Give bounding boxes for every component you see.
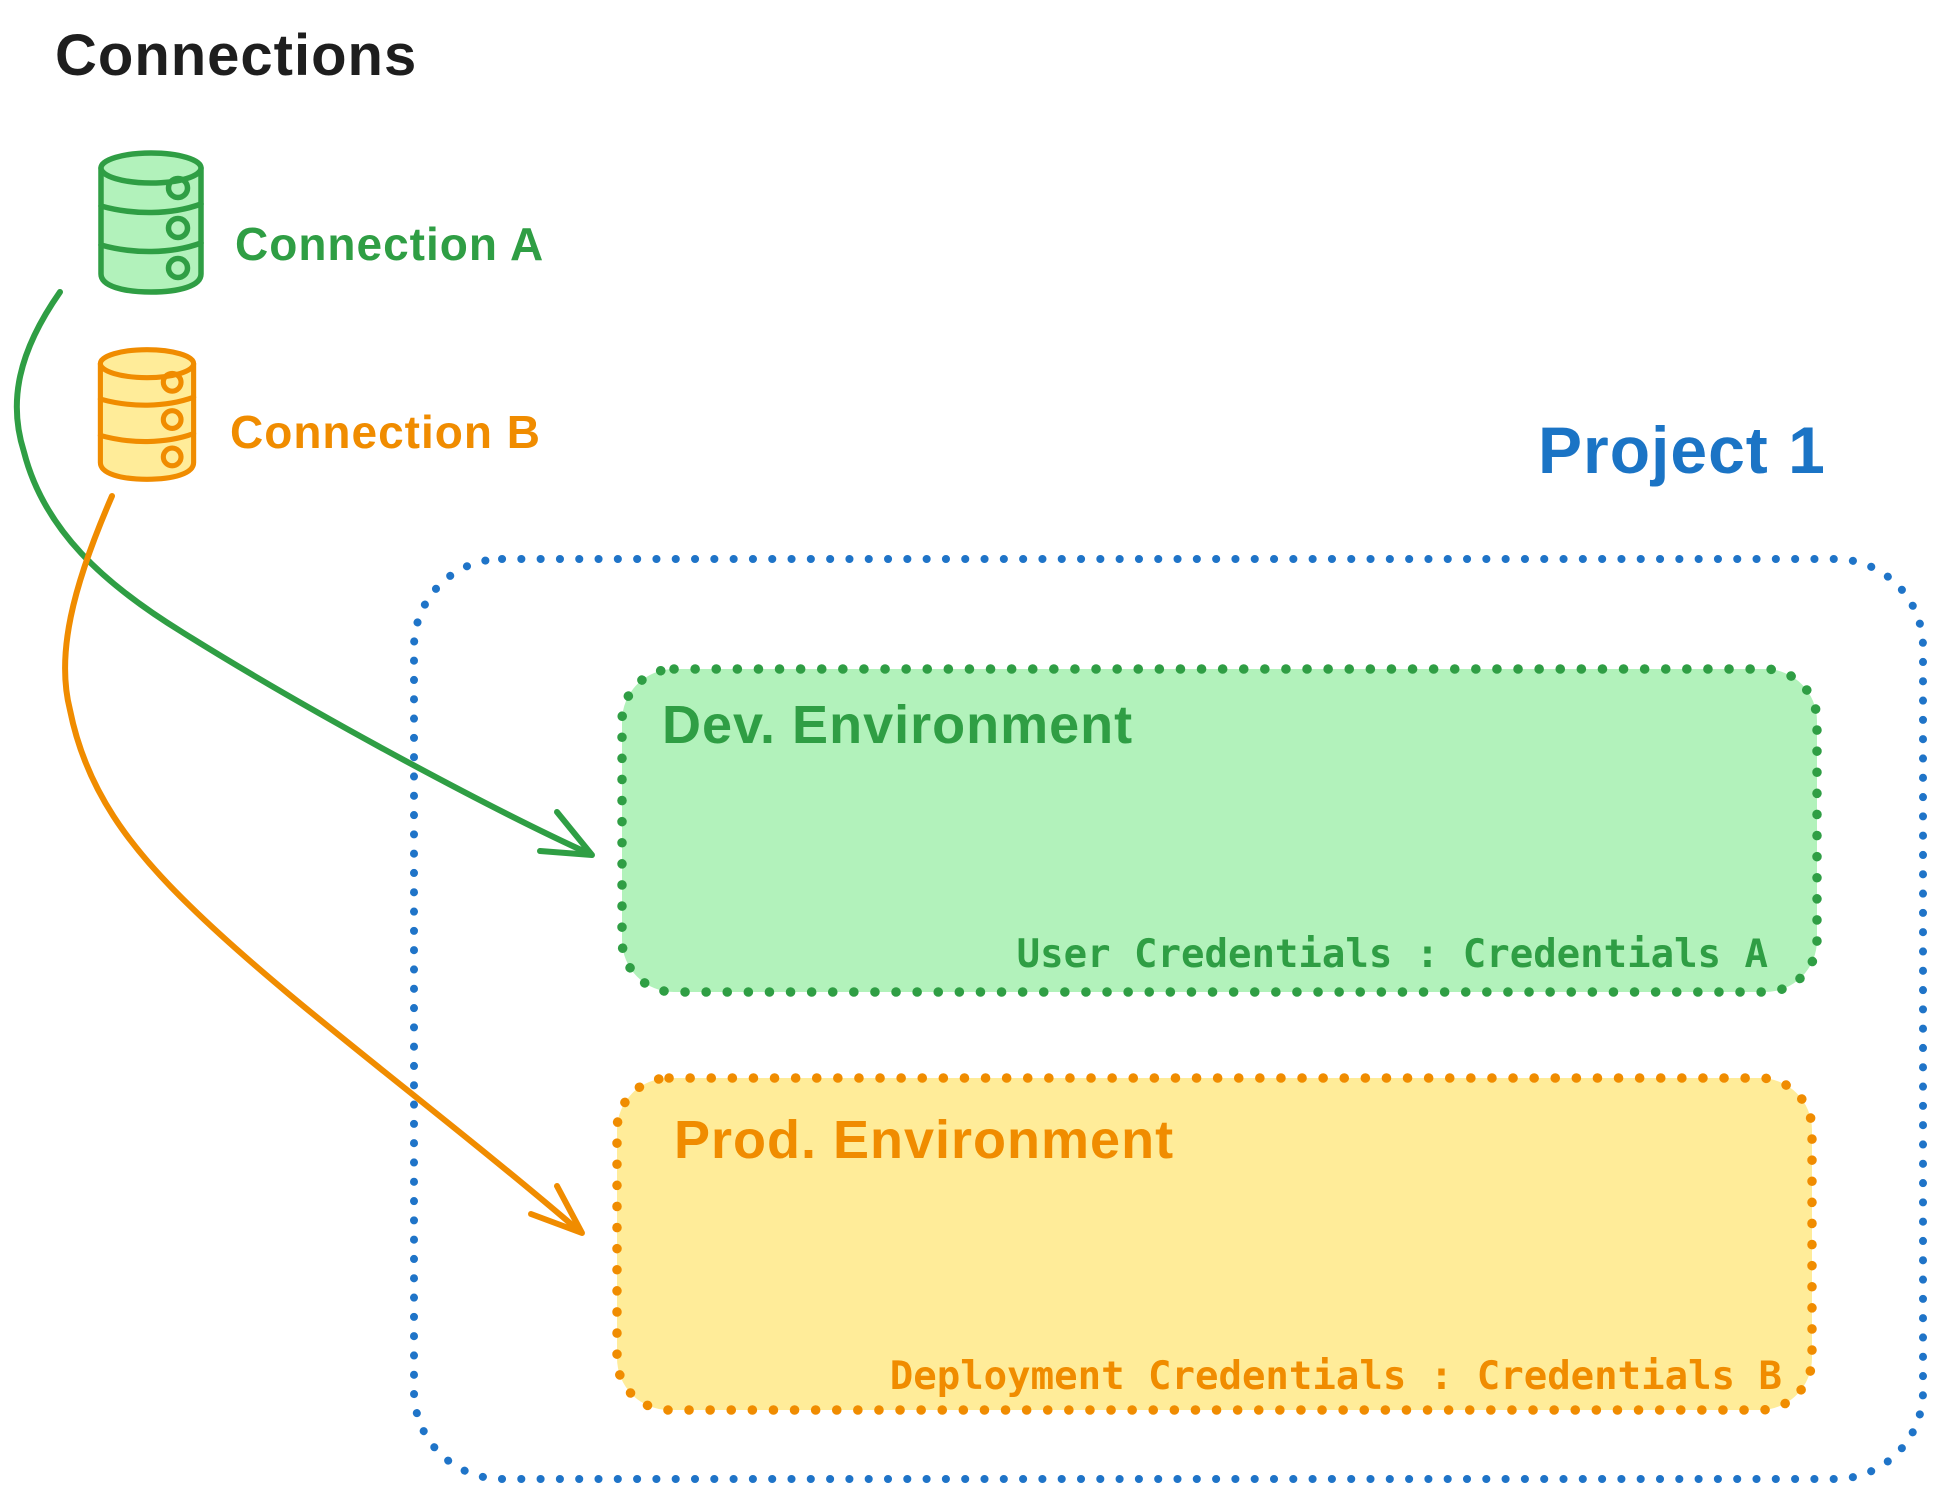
database-icon-b: [97, 347, 197, 482]
connection-a-label: Connection A: [235, 218, 545, 270]
diagram-title: Connections: [55, 23, 418, 88]
dev-environment-credentials: User Credentials : Credentials A: [1016, 932, 1768, 977]
dev-environment-border: [617, 664, 1822, 997]
dev-environment-title: Dev. Environment: [662, 695, 1134, 755]
connection-b: Connection B: [92, 345, 541, 483]
dev-environment-box: Dev. Environment User Credentials : Cred…: [617, 664, 1822, 997]
prod-environment-title: Prod. Environment: [674, 1110, 1175, 1170]
prod-environment-border: [612, 1073, 1817, 1415]
prod-environment-credentials: Deployment Credentials : Credentials B: [889, 1354, 1782, 1399]
connection-a: Connection A: [95, 148, 544, 296]
project-title: Project 1: [1538, 413, 1826, 487]
prod-environment-box: Prod. Environment Deployment Credentials…: [612, 1073, 1817, 1415]
connection-b-label: Connection B: [230, 406, 541, 458]
database-icon-a: [98, 150, 204, 295]
